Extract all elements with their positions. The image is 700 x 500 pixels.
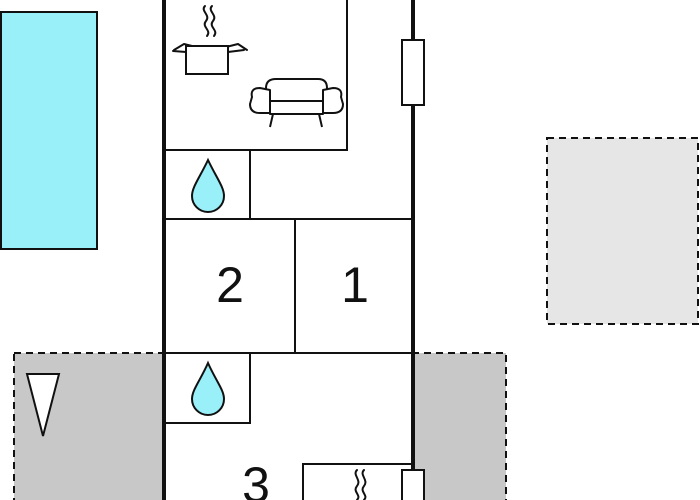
window-lower: [401, 469, 425, 500]
window-upper: [401, 39, 425, 106]
bathroom-drop-icon: [190, 360, 226, 416]
kitchen-pot-icon: [172, 5, 248, 75]
room-number-1: 1: [341, 257, 369, 313]
terrace-marker-icon: [25, 373, 61, 437]
kitchen-steam-icon: [354, 469, 367, 500]
terrace-right: [411, 352, 507, 500]
room-number-2: 2: [216, 257, 244, 313]
bathroom-lower: [163, 352, 251, 424]
kitchenette-counter: [302, 463, 413, 500]
bathroom-drop-icon: [190, 157, 226, 213]
sofa-icon: [249, 78, 344, 128]
room-number-3: 3: [242, 457, 270, 500]
swimming-pool: [0, 11, 98, 250]
outbuilding-area: [546, 137, 699, 325]
